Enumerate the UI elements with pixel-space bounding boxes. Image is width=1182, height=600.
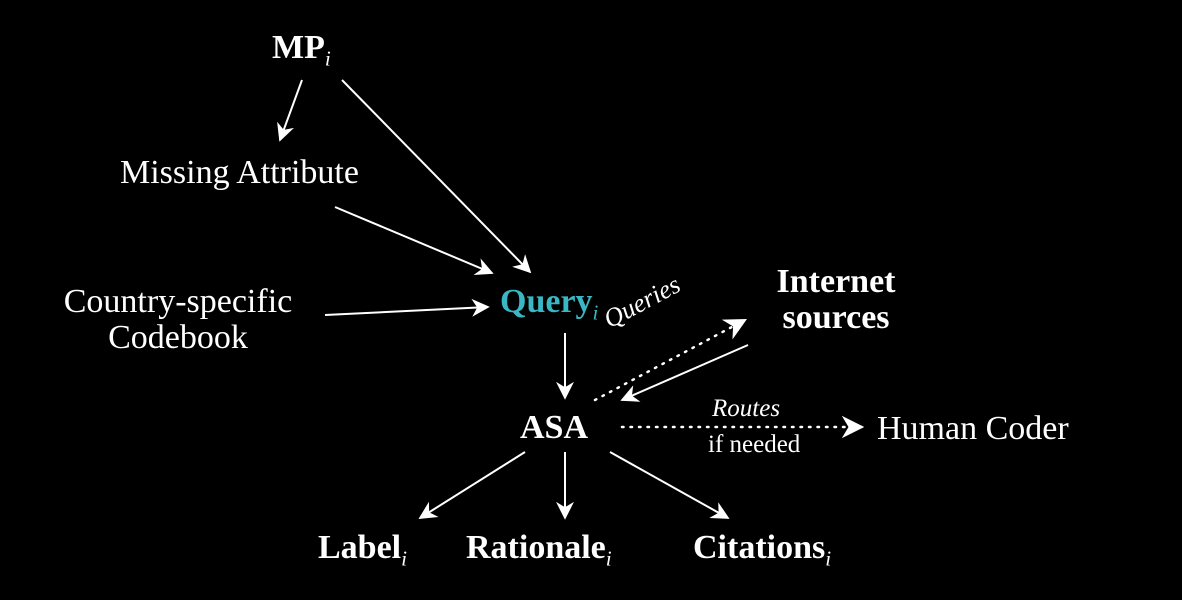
edge-mp-missing bbox=[277, 79, 303, 142]
edge-internet-asa bbox=[620, 344, 749, 402]
node-asa-label: ASA bbox=[520, 409, 589, 446]
edge-mp-query bbox=[341, 79, 532, 274]
node-mp-subscript: i bbox=[324, 46, 331, 71]
node-query-subscript: i bbox=[592, 300, 599, 325]
node-label-subscript: i bbox=[401, 546, 407, 571]
node-missing-attribute: Missing Attribute bbox=[120, 155, 359, 191]
node-internet-sources: Internet sources bbox=[748, 264, 924, 335]
node-label-label: Label bbox=[318, 529, 402, 566]
edge-asa-label bbox=[418, 451, 526, 519]
node-citations-subscript: i bbox=[825, 546, 832, 571]
node-label: Labeli bbox=[318, 530, 407, 570]
node-internet-line1: Internet bbox=[776, 263, 896, 300]
node-rationale-subscript: i bbox=[605, 546, 612, 571]
edge-asa-citations bbox=[609, 451, 730, 519]
node-human-coder: Human Coder bbox=[877, 411, 1069, 447]
node-missing-label: Missing Attribute bbox=[120, 154, 359, 191]
edge-missing-query bbox=[334, 206, 494, 276]
node-codebook-line1: Country-specific bbox=[63, 283, 293, 320]
node-query-label: Query bbox=[500, 283, 593, 320]
node-codebook: Country-specific Codebook bbox=[42, 284, 314, 355]
node-citations-label: Citations bbox=[693, 529, 826, 566]
node-rationale-label: Rationale bbox=[466, 529, 606, 566]
edge-label-routes: Routes bbox=[712, 395, 781, 422]
edge-asa-internet bbox=[593, 318, 747, 402]
node-internet-line2: sources bbox=[782, 298, 890, 336]
node-human-label: Human Coder bbox=[877, 410, 1069, 447]
node-rationale: Rationalei bbox=[466, 530, 612, 570]
node-query: Queryi bbox=[500, 284, 598, 324]
edge-label-if-needed: if needed bbox=[708, 431, 801, 458]
node-asa: ASA bbox=[520, 410, 588, 446]
node-mp-label: MP bbox=[272, 29, 325, 66]
node-citations: Citationsi bbox=[693, 530, 831, 570]
node-codebook-line2: Codebook bbox=[108, 318, 248, 356]
node-mp: MPi bbox=[272, 30, 331, 70]
edge-codebook-query bbox=[324, 298, 490, 317]
